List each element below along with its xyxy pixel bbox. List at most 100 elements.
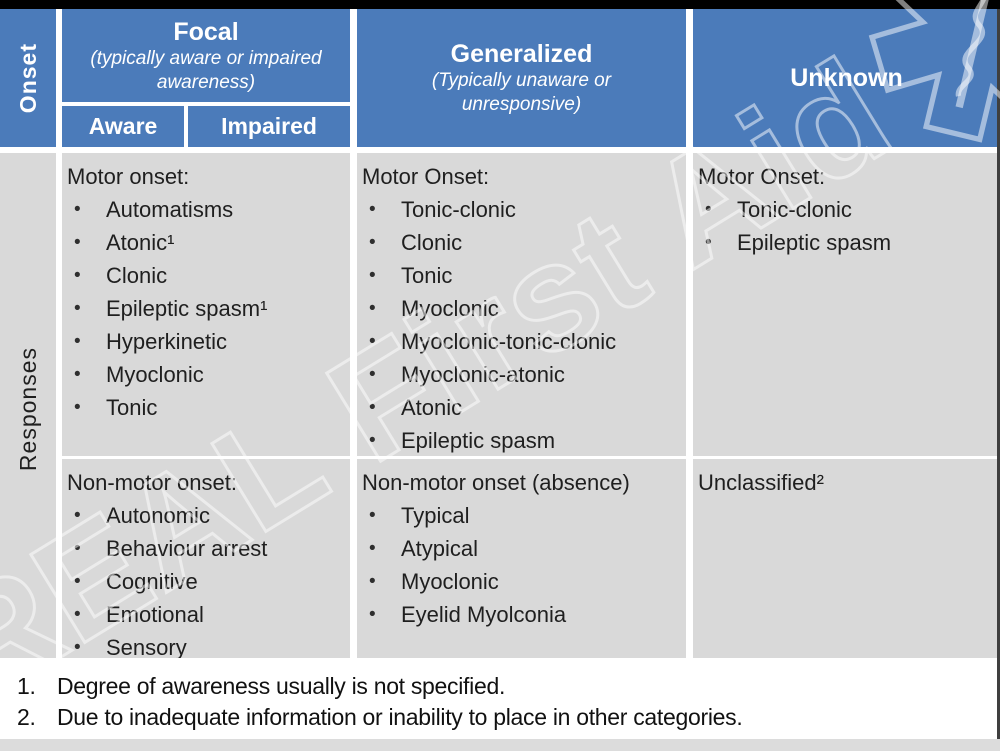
bullet-icon: • xyxy=(369,364,376,385)
bullet-list: •Tonic-clonic•Clonic•Tonic•Myoclonic•Myo… xyxy=(362,193,682,456)
footnote-text: Degree of awareness usually is not speci… xyxy=(57,673,506,699)
bullet-list: •Tonic-clonic•Epileptic spasm xyxy=(698,193,996,259)
list-item-label: Behaviour arrest xyxy=(106,536,268,561)
list-item: • Myoclonic xyxy=(67,358,346,391)
list-item: • Epileptic spasm xyxy=(698,226,996,259)
header-focal: Focal (typically aware or impaired aware… xyxy=(62,9,350,102)
list-item-label: Automatisms xyxy=(106,197,234,222)
right-border xyxy=(997,9,1000,739)
bullet-icon: • xyxy=(705,232,712,253)
list-item-label: Eyelid Myolconia xyxy=(401,602,567,627)
cell-focal-nonmotor-onset: Non-motor onset: •Autonomic•Behaviour ar… xyxy=(62,459,350,658)
list-item: •Atypical xyxy=(362,532,682,565)
list-item: • Myoclonic xyxy=(362,565,682,598)
list-item: •Autonomic xyxy=(67,499,346,532)
responses-label: Responses xyxy=(15,346,41,472)
list-item-label: Myoclonic xyxy=(401,296,499,321)
list-item: • Myoclonic-tonic-clonic xyxy=(362,325,682,358)
list-item-label: Atonic xyxy=(401,395,463,420)
list-item-label: Epileptic spasm xyxy=(401,428,556,453)
list-item: • Tonic xyxy=(362,259,682,292)
bullet-icon: • xyxy=(369,430,376,451)
list-item-label: Tonic xyxy=(106,395,158,420)
list-item-label: Hyperkinetic xyxy=(106,329,228,354)
aware-label: Aware xyxy=(88,113,158,139)
bullet-list: • Typical •Atypical • Myoclonic • Eyelid Myolc… xyxy=(362,499,682,631)
bullet-icon: • xyxy=(369,397,376,418)
header-generalized: Generalized (Typically unaware or unresp… xyxy=(357,9,686,147)
top-border xyxy=(0,0,1000,9)
footnote: 2.Due to inadequate information or inabi… xyxy=(0,702,994,733)
list-item-label: Atypical xyxy=(401,536,479,561)
bullet-icon: • xyxy=(369,298,376,319)
list-item-label: Epileptic spasm¹ xyxy=(106,296,268,321)
list-item-label: Tonic xyxy=(401,263,453,288)
list-item-label: Clonic xyxy=(401,230,463,255)
bullet-icon: • xyxy=(74,538,81,559)
header-focal-aware: Aware xyxy=(62,106,184,147)
list-item-label: Atonic¹ xyxy=(106,230,175,255)
list-item: • Sensory xyxy=(67,631,346,658)
bullet-icon: • xyxy=(705,199,712,220)
cell-focal-motor-onset: Motor onset: •Automatisms•Atonic¹•Clonic… xyxy=(62,153,350,456)
bullet-icon: • xyxy=(369,265,376,286)
bullet-icon: • xyxy=(369,571,376,592)
bullet-icon: • xyxy=(74,265,81,286)
cell-heading: Non-motor onset (absence) xyxy=(362,470,630,495)
cell-heading: Motor Onset: xyxy=(362,164,490,189)
header-unknown: Unknown xyxy=(693,9,1000,147)
focal-title: Focal xyxy=(173,17,239,46)
list-item-label: Myoclonic-atonic xyxy=(401,362,565,387)
footnote: 1. Degree of awareness usually is not spe… xyxy=(0,671,994,702)
list-item: • Atonic xyxy=(362,391,682,424)
list-item: •Hyperkinetic xyxy=(67,325,346,358)
list-item-label: Autonomic xyxy=(106,503,210,528)
bullet-icon: • xyxy=(369,331,376,352)
list-item-label: Typical xyxy=(401,503,470,528)
bullet-icon: • xyxy=(369,604,376,625)
list-item: • Myoclonic-atonic xyxy=(362,358,682,391)
bullet-list: •Autonomic•Behaviour arrest•Cognitive•Em… xyxy=(67,499,346,658)
footnote-text: Due to inadequate information or inabili… xyxy=(57,704,743,730)
list-item-label: Myoclonic xyxy=(401,569,499,594)
bullet-icon: • xyxy=(74,232,81,253)
list-item: • Epileptic spasm xyxy=(362,424,682,456)
bullet-icon: • xyxy=(74,571,81,592)
list-item-label: Clonic xyxy=(106,263,168,288)
list-item: •Automatisms xyxy=(67,193,346,226)
generalized-title: Generalized xyxy=(450,40,593,68)
cell-heading: Non-motor onset: xyxy=(67,470,237,495)
cell-unknown-unclassified: Unclassified² xyxy=(693,459,1000,658)
bullet-icon: • xyxy=(74,637,81,658)
list-item-label: Epileptic spasm xyxy=(737,230,892,255)
list-item: • Emotional xyxy=(67,598,346,631)
list-item: • Cognitive xyxy=(67,565,346,598)
cell-unknown-motor-onset: Motor Onset: •Tonic-clonic•Epileptic spa… xyxy=(693,153,1000,456)
bullet-icon: • xyxy=(74,298,81,319)
focal-subtitle: (typically aware or impaired awareness) xyxy=(90,47,322,93)
footnote-number: 1. xyxy=(17,673,36,699)
bullet-icon: • xyxy=(74,604,81,625)
cell-heading: Unclassified² xyxy=(698,470,824,495)
list-item-label: Myoclonic-tonic-clonic xyxy=(401,329,617,354)
bullet-icon: • xyxy=(74,364,81,385)
onset-label: Onset xyxy=(14,42,41,114)
list-item-label: Myoclonic xyxy=(106,362,204,387)
bullet-icon: • xyxy=(369,505,376,526)
list-item: •Tonic-clonic xyxy=(362,193,682,226)
unknown-title: Unknown xyxy=(790,64,903,92)
bullet-list: •Automatisms•Atonic¹•Clonic•Epileptic sp… xyxy=(67,193,346,424)
header-focal-impaired: Impaired xyxy=(188,106,350,147)
list-item: • Clonic xyxy=(67,259,346,292)
list-item-label: Sensory xyxy=(106,635,187,658)
bullet-icon: • xyxy=(369,199,376,220)
list-item-label: Cognitive xyxy=(106,569,198,594)
row-label-responses: Responses xyxy=(0,153,56,658)
list-item: • Typical xyxy=(362,499,682,532)
cell-heading: Motor Onset: xyxy=(698,164,826,189)
header-onset: Onset xyxy=(0,9,56,147)
list-item-label: Emotional xyxy=(106,602,204,627)
list-item: • Behaviour arrest xyxy=(67,532,346,565)
cell-generalized-nonmotor-onset: Non-motor onset (absence) •Typical•Atypi… xyxy=(357,459,686,658)
